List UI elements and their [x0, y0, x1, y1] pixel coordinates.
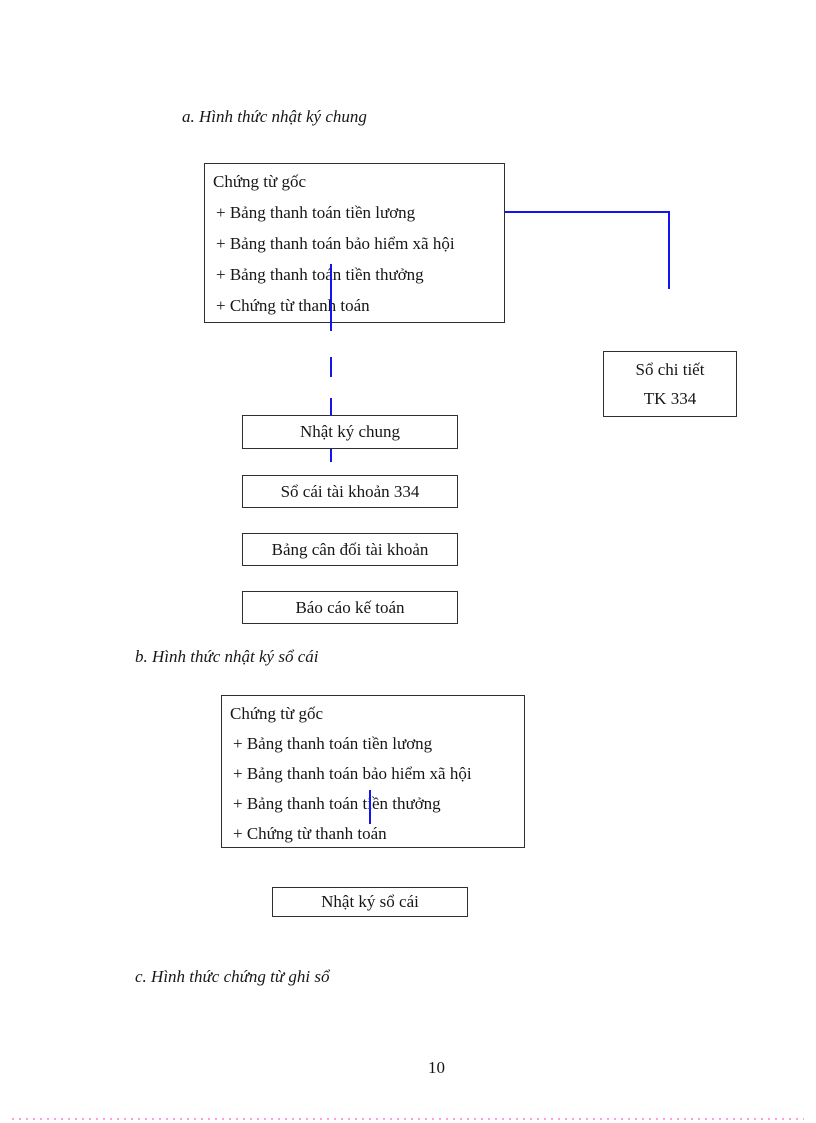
- section-a-heading: a. Hình thức nhật ký chung: [182, 107, 367, 126]
- source-box-item: + Chứng từ thanh toán: [216, 296, 370, 315]
- source-box-title: Chứng từ gốc: [213, 172, 307, 191]
- detail-ledger-line1: Sổ chi tiết: [635, 360, 705, 379]
- source-box-item: + Bảng thanh toán tiền lương: [216, 203, 416, 222]
- section-c-heading: c. Hình thức chứng từ ghi sổ: [135, 967, 330, 986]
- page-bottom-dotted-divider: [12, 1118, 804, 1120]
- source-box-item: + Bảng thanh toán tiền thưởng: [216, 265, 424, 284]
- source-box-item: + Bảng thanh toán bảo hiểm xã hội: [233, 764, 472, 783]
- source-box-item: + Bảng thanh toán tiền thưởng: [233, 794, 441, 813]
- connector-horizontal-line: [505, 211, 670, 213]
- connector-dashed-segment: [330, 357, 332, 377]
- source-documents-box-b: Chứng từ gốc + Bảng thanh toán tiền lươn…: [221, 695, 525, 848]
- detail-ledger-line2: TK 334: [643, 389, 697, 408]
- connector-dashed-segment: [330, 398, 332, 417]
- source-documents-box-a: Chứng từ gốc + Bảng thanh toán tiền lươn…: [204, 163, 505, 323]
- general-ledger-box: Sổ cái tài khoản 334: [242, 475, 458, 508]
- general-journal-box: Nhật ký chung: [242, 415, 458, 449]
- source-box-item: + Bảng thanh toán bảo hiểm xã hội: [216, 234, 455, 253]
- accounting-report-box: Báo cáo kế toán: [242, 591, 458, 624]
- journal-ledger-box: Nhật ký sổ cái: [272, 887, 468, 917]
- source-box-item: + Bảng thanh toán tiền lương: [233, 734, 433, 753]
- trial-balance-box: Bảng cân đối tài khoản: [242, 533, 458, 566]
- section-b-heading: b. Hình thức nhật ký sổ cái: [135, 647, 319, 666]
- source-box-title: Chứng từ gốc: [230, 704, 324, 723]
- source-box-item: + Chứng từ thanh toán: [233, 824, 387, 843]
- page-number: 10: [428, 1058, 445, 1077]
- connector-dashed-segment: [330, 264, 332, 331]
- connector-vertical-line-right: [668, 211, 670, 289]
- connector-dashed-segment: [330, 438, 332, 462]
- detail-ledger-box: Sổ chi tiết TK 334: [603, 351, 737, 417]
- connector-short-segment: [369, 790, 371, 824]
